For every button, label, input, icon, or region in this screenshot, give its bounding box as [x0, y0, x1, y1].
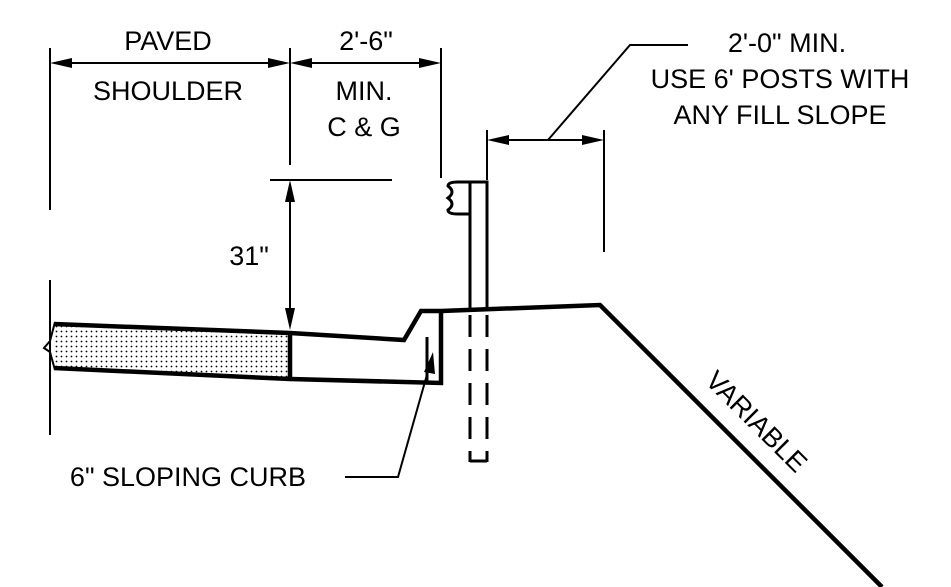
offset-note-leader	[547, 44, 688, 141]
curb-gutter-dimension	[290, 58, 441, 68]
shoulder-label: SHOULDER	[93, 76, 243, 106]
curb-note-leader	[345, 363, 431, 478]
curb-note-arrowhead	[424, 352, 435, 374]
curb-width-label: 2'-6"	[339, 26, 393, 56]
curb-type-label: 6" SLOPING CURB	[70, 462, 306, 492]
curb-min-label: MIN.	[336, 76, 393, 106]
guardrail-post	[468, 180, 489, 463]
rail-height-label: 31"	[229, 241, 269, 271]
post-offset-dimension	[487, 135, 604, 145]
paved-label: PAVED	[124, 26, 212, 56]
pavement-bottom-line	[53, 312, 444, 386]
break-line	[42, 321, 56, 371]
curb-cg-label: C & G	[327, 112, 401, 142]
offset-line1-label: 2'-0" MIN.	[728, 28, 846, 58]
w-beam-rail	[445, 180, 470, 216]
paved-shoulder-dimension	[50, 58, 290, 68]
rail-height-dimension	[285, 180, 295, 330]
offset-line2-label: USE 6' POSTS WITH	[651, 64, 910, 94]
paved-shoulder-section	[54, 324, 290, 379]
offset-line3-label: ANY FILL SLOPE	[673, 100, 886, 130]
